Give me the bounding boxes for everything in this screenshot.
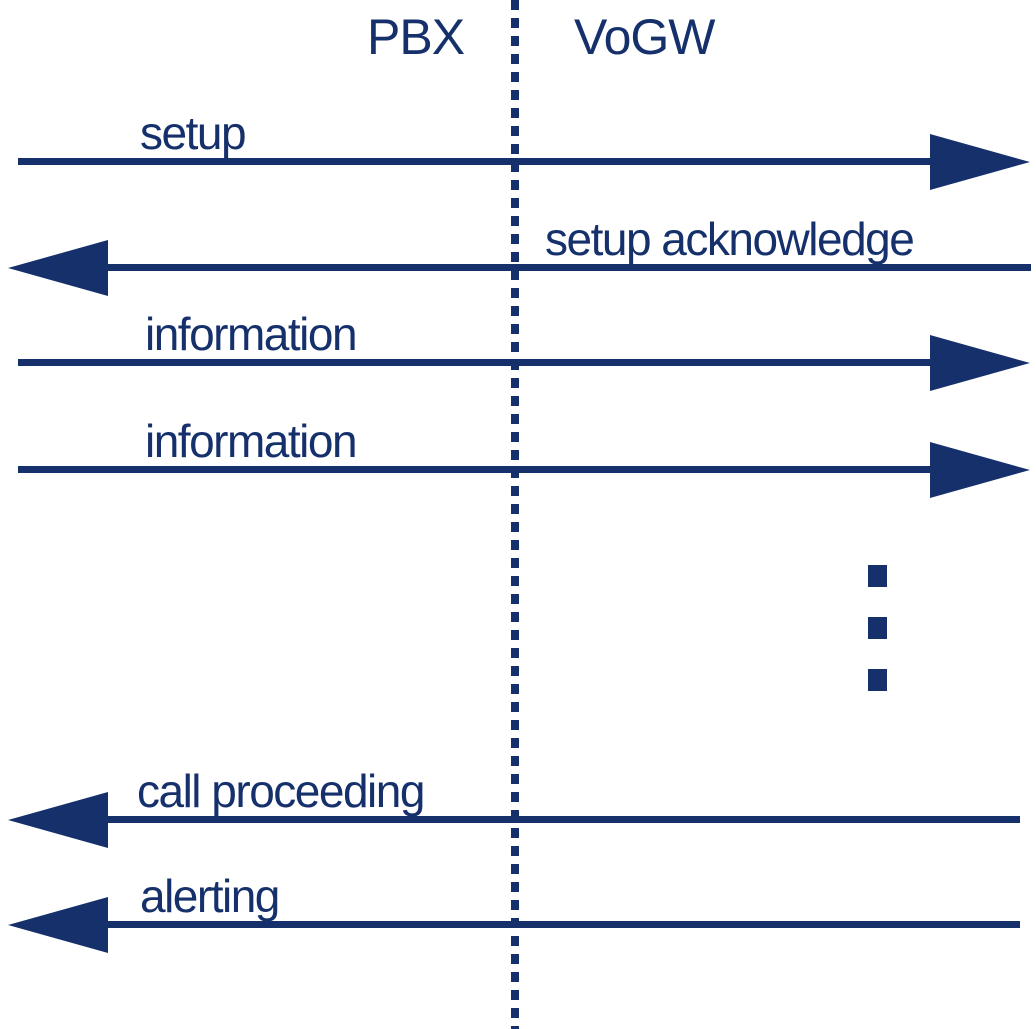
message-label: alerting xyxy=(140,869,280,922)
column-header-vogw: VoGW xyxy=(574,9,715,65)
message-setup: setup xyxy=(0,108,1036,190)
arrow-head-right-icon xyxy=(930,442,1030,498)
column-header-pbx: PBX xyxy=(367,9,465,65)
message-label: call proceeding xyxy=(137,764,425,817)
arrow-line xyxy=(18,158,935,165)
arrow-line xyxy=(18,466,935,473)
arrow-line xyxy=(105,921,1020,928)
column-separator-dashed-line xyxy=(511,0,519,1029)
ellipsis-dot xyxy=(868,669,887,691)
arrow-line xyxy=(105,816,1020,823)
ellipsis-dot xyxy=(868,565,887,587)
arrow-head-left-icon xyxy=(8,897,108,953)
message-label: setup acknowledge xyxy=(545,212,915,265)
message-call-proceeding: call proceeding xyxy=(0,766,1036,848)
message-label: setup xyxy=(140,106,247,159)
message-label: information xyxy=(145,414,358,467)
vertical-ellipsis-icon xyxy=(868,565,887,721)
arrow-head-right-icon xyxy=(930,134,1030,190)
message-information-1: information xyxy=(0,309,1036,391)
arrow-line xyxy=(105,264,1031,271)
arrow-head-right-icon xyxy=(930,335,1030,391)
ellipsis-dot xyxy=(868,617,887,639)
message-label: information xyxy=(145,307,358,360)
message-alerting: alerting xyxy=(0,871,1036,953)
arrow-line xyxy=(18,359,935,366)
message-setup-acknowledge: setup acknowledge xyxy=(0,214,1036,296)
arrow-head-left-icon xyxy=(8,792,108,848)
arrow-head-left-icon xyxy=(8,240,108,296)
message-information-2: information xyxy=(0,416,1036,498)
